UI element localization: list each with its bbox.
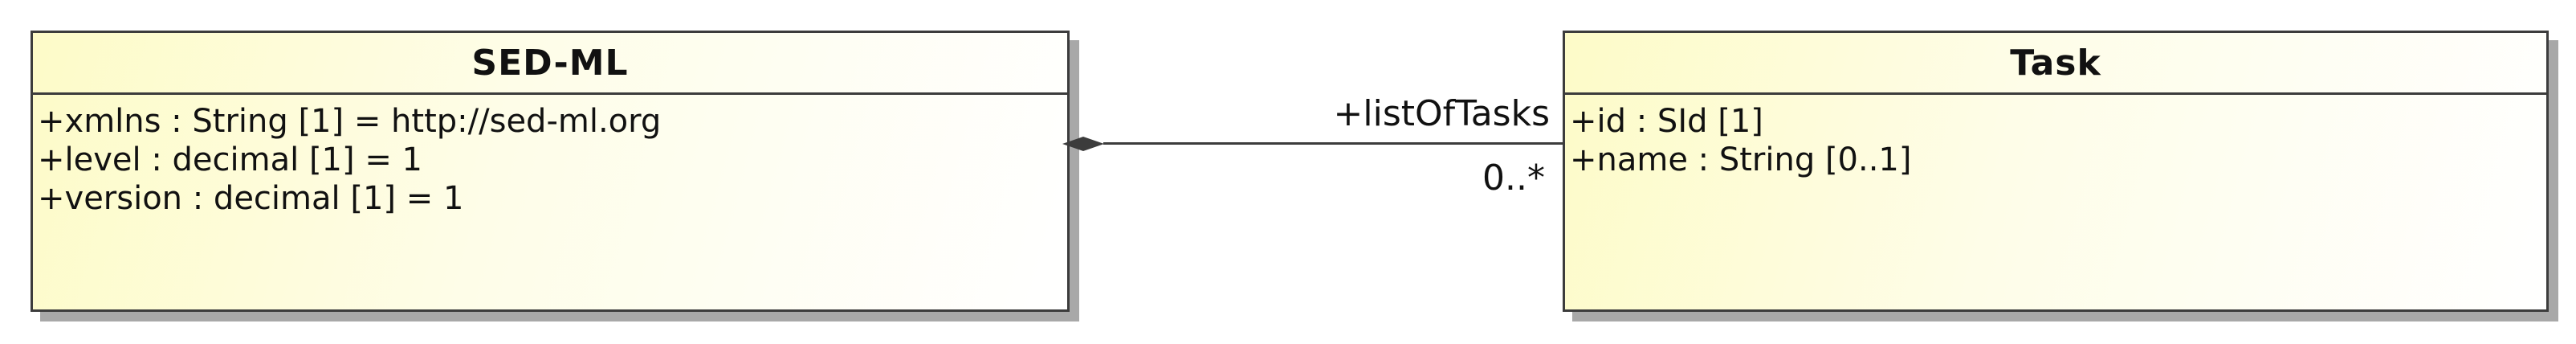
task-class-name: Task <box>1565 33 2546 95</box>
sedml-attribute-list: +xmlns : String [1] = http://sed-ml.org … <box>33 102 661 218</box>
task-attribute-list: +id : SId [1] +name : String [0..1] <box>1565 102 1912 179</box>
association-role-name: +listOfTasks <box>1333 93 1551 134</box>
sedml-attribute-version: +version : decimal [1] = 1 <box>38 180 464 217</box>
task-attribute-name: +name : String [0..1] <box>1570 141 1912 178</box>
association-multiplicity: 0..* <box>1482 158 1545 199</box>
sedml-class-name: SED-ML <box>33 33 1067 95</box>
sedml-attribute-level: +level : decimal [1] = 1 <box>38 141 423 178</box>
task-attribute-id: +id : SId [1] <box>1570 103 1763 140</box>
sedml-attribute-xmlns: +xmlns : String [1] = http://sed-ml.org <box>38 103 662 140</box>
composition-diamond-icon <box>1062 137 1104 151</box>
sedml-class[interactable]: SED-ML +xmlns : String [1] = http://sed-… <box>31 31 1070 312</box>
task-class[interactable]: Task +id : SId [1] +name : String [0..1] <box>1563 31 2549 312</box>
association-line <box>1103 142 1563 145</box>
